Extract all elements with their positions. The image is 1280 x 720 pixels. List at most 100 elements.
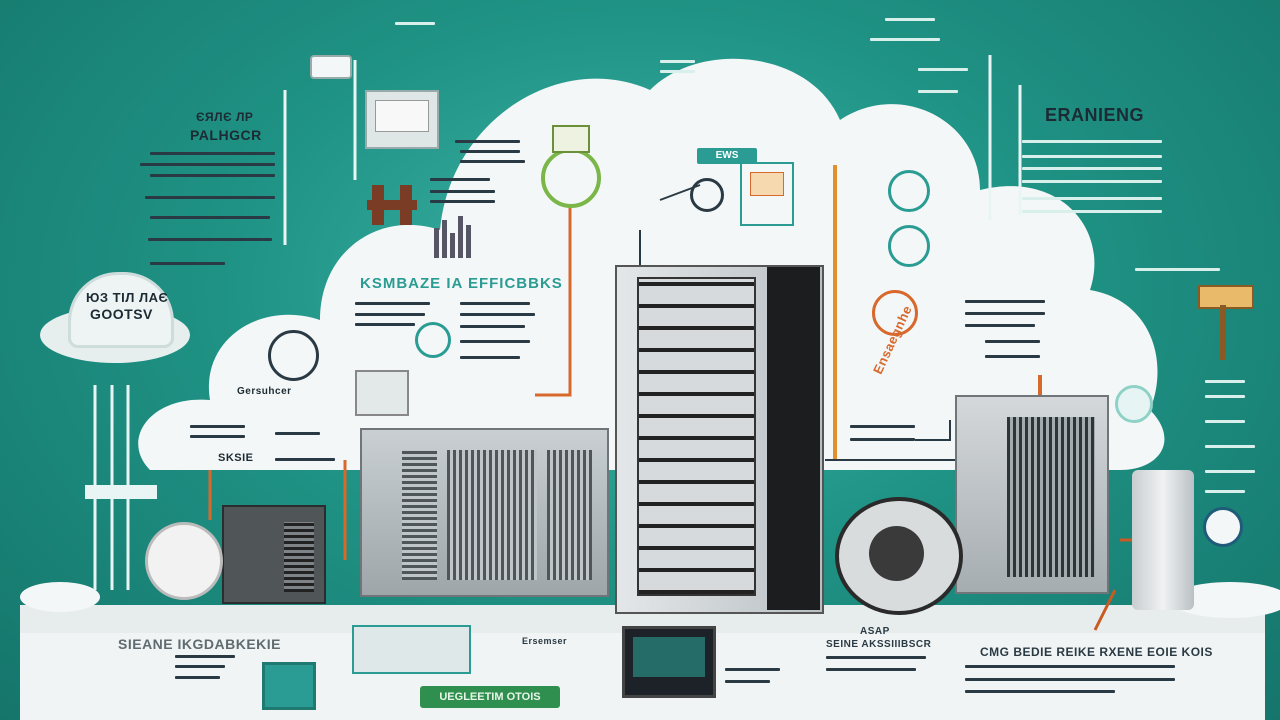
text-line bbox=[660, 70, 695, 73]
gauge-icon bbox=[541, 148, 601, 208]
text-line bbox=[885, 18, 935, 21]
text-line bbox=[355, 313, 425, 316]
text-line bbox=[150, 174, 275, 177]
location-pin-icon bbox=[1203, 507, 1243, 547]
text-line bbox=[1205, 445, 1255, 448]
bottom-mid-label: Ersemser bbox=[522, 636, 568, 646]
text-line bbox=[1022, 197, 1162, 200]
text-line bbox=[190, 435, 245, 438]
text-line bbox=[460, 313, 535, 316]
text-line bbox=[395, 22, 435, 25]
text-line bbox=[150, 152, 275, 155]
gauge-top-icon bbox=[552, 125, 590, 153]
text-line bbox=[965, 300, 1045, 303]
text-line bbox=[850, 425, 915, 428]
text-line bbox=[965, 324, 1035, 327]
text-line bbox=[355, 323, 415, 326]
text-line bbox=[1205, 380, 1245, 383]
text-line bbox=[275, 458, 335, 461]
text-line bbox=[1205, 420, 1245, 423]
left-badge-label-a: ЮЗ ТІЛ ЛАЄ bbox=[86, 290, 169, 305]
bar-chart-icon bbox=[432, 213, 482, 258]
app-box-icon bbox=[262, 662, 316, 710]
fire-circle-icon bbox=[872, 290, 918, 336]
monitor-circle-icon bbox=[888, 170, 930, 212]
text-line bbox=[175, 676, 220, 679]
text-line bbox=[430, 200, 495, 203]
center-title: KSMBAZE IA EFFICBBKS bbox=[360, 275, 563, 292]
gauge-dial-icon bbox=[145, 522, 223, 600]
outdoor-unit-icon bbox=[360, 428, 609, 597]
left-top-label-a: ЄЯЛЄ ЛР bbox=[196, 110, 254, 124]
cylinder-tank-icon bbox=[1132, 470, 1194, 610]
text-line bbox=[870, 38, 940, 41]
text-line bbox=[965, 690, 1115, 693]
text-line bbox=[985, 340, 1040, 343]
left-mid-label: Gersuhcer bbox=[237, 386, 292, 397]
text-line bbox=[1205, 490, 1245, 493]
text-line bbox=[1022, 210, 1162, 213]
left-top-label-b: PALHGCR bbox=[190, 127, 262, 143]
text-line bbox=[826, 656, 926, 659]
text-line bbox=[965, 312, 1045, 315]
monitor-icon bbox=[622, 626, 716, 698]
text-line bbox=[150, 216, 270, 219]
text-line bbox=[145, 196, 275, 199]
text-line bbox=[725, 680, 770, 683]
clipboard-icon bbox=[355, 370, 409, 416]
text-line bbox=[965, 678, 1175, 681]
text-line bbox=[460, 160, 525, 163]
bottom-far-right-label: CMG BEDIE REIKE RXENE EOIE KOIS bbox=[980, 645, 1213, 659]
ews-label: EWS bbox=[697, 148, 757, 164]
text-line bbox=[430, 178, 490, 181]
text-line bbox=[1022, 180, 1162, 183]
bottom-left-label: SIEANE IKGDABKEKIE bbox=[118, 636, 282, 652]
text-line bbox=[460, 325, 525, 328]
text-line bbox=[460, 356, 520, 359]
air-handler-icon bbox=[955, 395, 1109, 594]
tower-pole bbox=[1220, 305, 1226, 360]
hvac-tower-icon bbox=[615, 265, 824, 614]
plug-icon bbox=[310, 55, 352, 79]
left-sign-badge bbox=[68, 272, 174, 348]
left-mid-label-b: SKSIE bbox=[218, 452, 254, 464]
text-line bbox=[460, 150, 520, 153]
text-line bbox=[175, 655, 235, 658]
bottom-right-label-a: ASAP bbox=[860, 626, 890, 637]
text-line bbox=[660, 60, 695, 63]
text-line bbox=[150, 262, 225, 265]
fan-icon bbox=[835, 497, 963, 615]
right-title: ERANIENG bbox=[1045, 105, 1145, 125]
text-line bbox=[918, 68, 968, 71]
screen-circle-icon bbox=[888, 225, 930, 267]
leaf-circle-icon bbox=[1115, 385, 1153, 423]
text-line bbox=[918, 90, 958, 93]
small-unit-icon bbox=[222, 505, 326, 604]
text-line bbox=[460, 302, 530, 305]
text-line bbox=[985, 355, 1040, 358]
text-line bbox=[1022, 167, 1162, 170]
bottom-right-label-b: SEINE AKSSIIIBSCR bbox=[826, 639, 932, 650]
text-line bbox=[1205, 395, 1245, 398]
text-line bbox=[430, 190, 495, 193]
text-line bbox=[965, 665, 1175, 668]
device-panel-icon bbox=[352, 625, 471, 674]
text-line bbox=[1022, 140, 1162, 143]
document-icon bbox=[365, 90, 439, 149]
bottom-center-pill: UEGLEETIM OTOIS bbox=[420, 686, 560, 708]
text-line bbox=[826, 668, 916, 671]
thermostat-icon bbox=[740, 162, 794, 226]
text-line bbox=[140, 163, 275, 166]
left-badge-label-b: GOOTSV bbox=[90, 306, 153, 322]
text-line bbox=[175, 665, 225, 668]
text-line bbox=[725, 668, 780, 671]
valve-circle-icon bbox=[268, 330, 319, 381]
text-line bbox=[148, 238, 272, 241]
text-line bbox=[355, 302, 430, 305]
text-line bbox=[1205, 470, 1255, 473]
text-line bbox=[850, 438, 915, 441]
text-line bbox=[1022, 155, 1162, 158]
document-circle-icon bbox=[415, 322, 451, 358]
tower-sign-icon bbox=[1198, 285, 1254, 309]
